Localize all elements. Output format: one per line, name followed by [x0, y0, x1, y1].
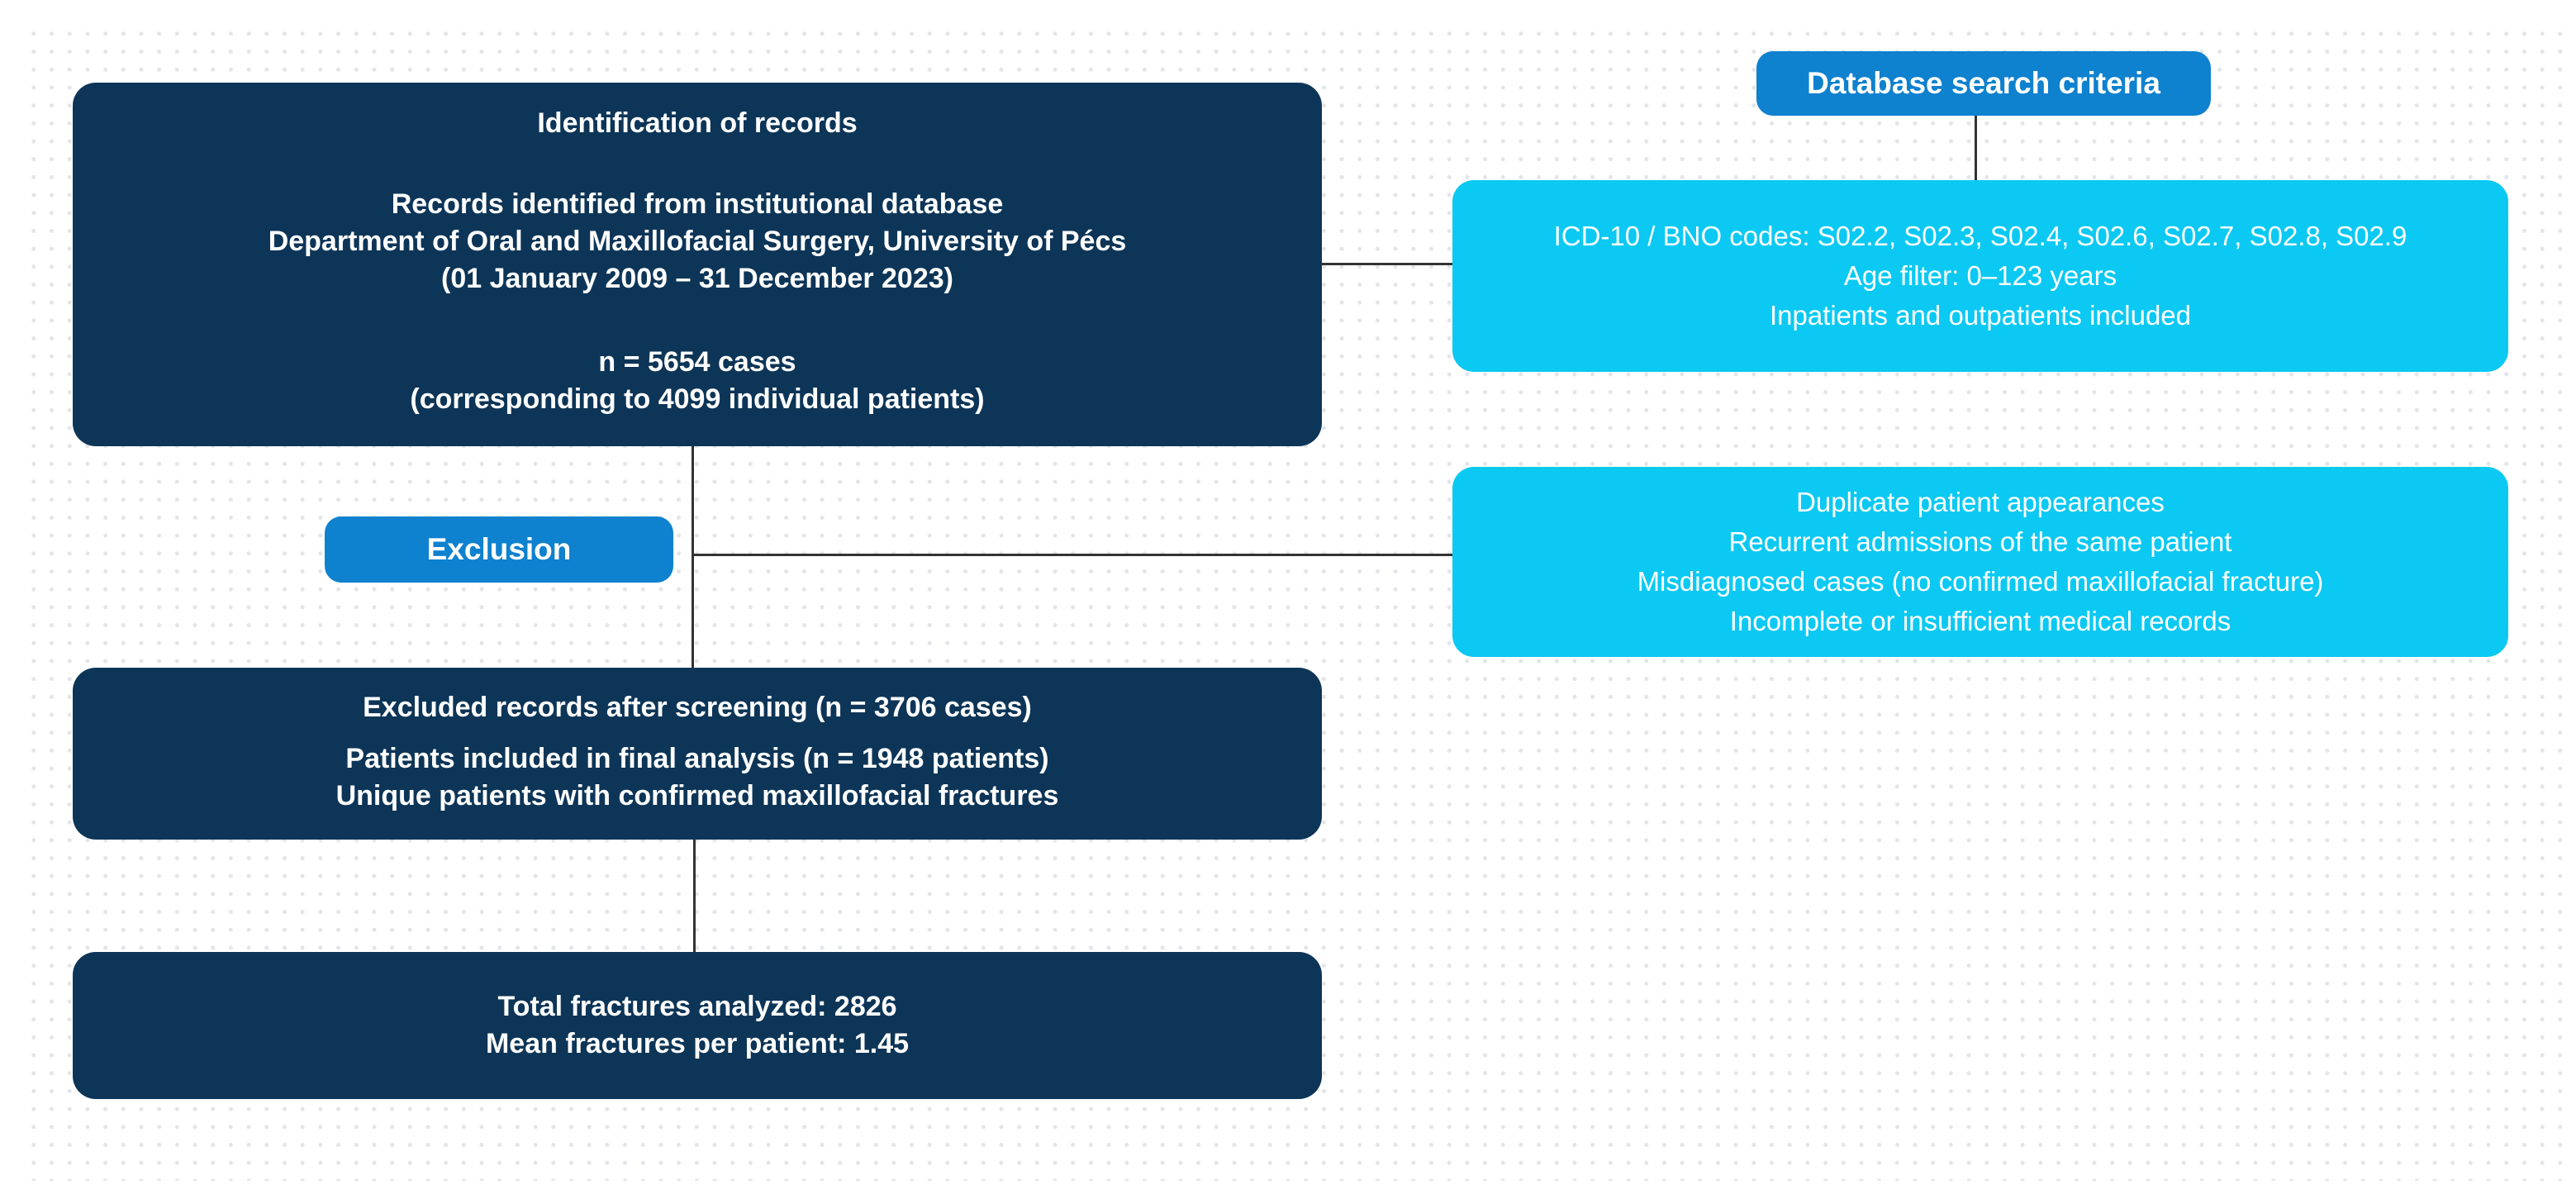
screening-included-lines: Patients included in final analysis (n =… [335, 743, 1059, 812]
identification-source-lines: Records identified from institutional da… [268, 188, 1127, 295]
identification-count-lines: n = 5654 cases(corresponding to 4099 ind… [410, 346, 985, 416]
connector-identification-to-screening [692, 446, 694, 668]
connector-identification-to-criteria [1322, 263, 1452, 265]
connector-screening-to-totals [693, 840, 696, 952]
database-criteria-box: ICD-10 / BNO codes: S02.2, S02.3, S02.4,… [1452, 180, 2508, 372]
exclusion-label: Exclusion [325, 516, 673, 583]
identification-box: Identification of records Records identi… [73, 83, 1322, 446]
database-search-criteria-label: Database search criteria [1756, 51, 2211, 116]
connector-branch-to-exclusion-reasons [694, 554, 1452, 556]
screening-excluded-line: Excluded records after screening (n = 37… [363, 692, 1032, 723]
database-search-criteria-label-text: Database search criteria [1807, 66, 2160, 100]
screening-box: Excluded records after screening (n = 37… [73, 668, 1322, 840]
connector-criteria-label-to-criteria-box [1975, 116, 1977, 180]
database-criteria-lines: ICD-10 / BNO codes: S02.2, S02.3, S02.4,… [1553, 221, 2407, 331]
identification-title: Identification of records [537, 107, 858, 139]
exclusion-label-text: Exclusion [426, 532, 572, 566]
